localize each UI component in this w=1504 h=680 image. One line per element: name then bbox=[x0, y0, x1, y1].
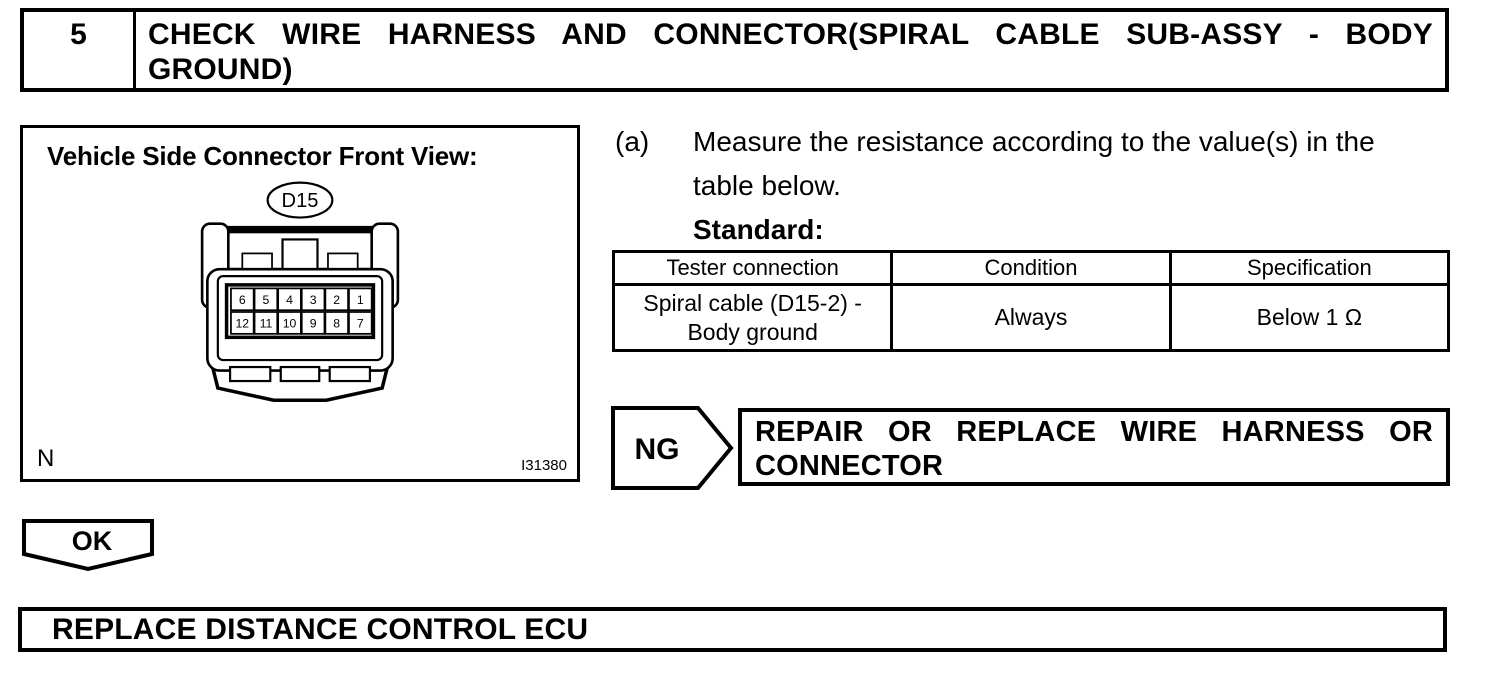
pin-number: 2 bbox=[333, 293, 340, 307]
connector-top-bar bbox=[228, 227, 372, 234]
pin-cell bbox=[348, 311, 373, 335]
step-title: CHECK WIRE HARNESS AND CONNECTOR(SPIRAL … bbox=[148, 18, 1433, 86]
pin-number: 11 bbox=[260, 317, 273, 331]
connector-right-tab bbox=[327, 252, 359, 271]
spec-table-row: Spiral cable (D15-2) - Body ground Alway… bbox=[611, 283, 1451, 352]
connector-slot bbox=[228, 365, 272, 383]
pin-cell bbox=[324, 311, 349, 335]
figure-note: N bbox=[37, 445, 55, 472]
connector-label: D15 bbox=[282, 190, 319, 212]
spec-cell-specification: Below 1 Ω bbox=[1168, 283, 1451, 352]
pin-cell bbox=[348, 287, 373, 312]
spec-cell-condition: Always bbox=[890, 283, 1172, 352]
pin-number: 1 bbox=[357, 293, 364, 307]
figure-title: Vehicle Side Connector Front View: bbox=[47, 141, 478, 171]
final-action-text: REPLACE DISTANCE CONTROL ECU bbox=[52, 612, 589, 646]
figure-code: I31380 bbox=[521, 457, 567, 474]
connector-body-inner bbox=[216, 275, 384, 362]
pin-number: 9 bbox=[310, 317, 317, 331]
spec-table-header-row: Tester connection Condition Specificatio… bbox=[611, 250, 1451, 286]
ng-arrow: NG bbox=[611, 406, 734, 490]
ok-marker-shape bbox=[22, 519, 154, 572]
connector-left-tab bbox=[241, 252, 273, 271]
ng-action-box: REPAIR OR REPLACE WIRE HARNESS OR CONNEC… bbox=[738, 408, 1450, 486]
connector-diagram-icon: D15 6 5 4 bbox=[200, 181, 400, 403]
ng-label: NG bbox=[635, 433, 680, 466]
spec-table-header-condition: Condition bbox=[890, 250, 1172, 286]
pin-number: 3 bbox=[310, 293, 317, 307]
connector-figure: Vehicle Side Connector Front View: D15 bbox=[20, 125, 580, 482]
pin-number: 7 bbox=[357, 317, 364, 331]
ok-label: OK bbox=[72, 526, 113, 556]
connector-label-ellipse bbox=[266, 181, 334, 219]
step-header: 5 CHECK WIRE HARNESS AND CONNECTOR(SPIRA… bbox=[20, 8, 1449, 92]
connector-slot bbox=[279, 365, 321, 383]
pin-cell bbox=[324, 287, 349, 312]
pin-cell bbox=[230, 311, 255, 335]
spec-table-header-specification: Specification bbox=[1168, 250, 1451, 286]
pin-number: 12 bbox=[236, 317, 250, 331]
instruction-text: Measure the resistance according to the … bbox=[693, 126, 1375, 201]
ng-arrow-shape bbox=[611, 406, 734, 490]
standard-label: Standard: bbox=[693, 214, 824, 245]
instruction-block: (a) Measure the resistance according to … bbox=[615, 120, 1460, 252]
step-number: 5 bbox=[24, 12, 136, 88]
pin-number: 8 bbox=[333, 317, 340, 331]
final-action-box: REPLACE DISTANCE CONTROL ECU bbox=[18, 607, 1447, 652]
connector-center-tab bbox=[281, 238, 319, 271]
connector-slot bbox=[328, 365, 372, 383]
pin-number: 5 bbox=[263, 293, 270, 307]
ok-marker: OK bbox=[22, 519, 154, 572]
pin-number: 4 bbox=[286, 293, 293, 307]
ng-action-text: REPAIR OR REPLACE WIRE HARNESS OR CONNEC… bbox=[755, 416, 1433, 482]
pin-cell bbox=[230, 287, 255, 312]
pin-number: 10 bbox=[283, 317, 297, 331]
pin-number: 6 bbox=[239, 293, 246, 307]
spec-cell-tester-connection: Spiral cable (D15-2) - Body ground bbox=[611, 283, 894, 352]
spec-table-header-tester-connection: Tester connection bbox=[611, 250, 894, 286]
spec-table: Tester connection Condition Specificatio… bbox=[611, 250, 1451, 352]
instruction-marker: (a) bbox=[615, 126, 650, 157]
